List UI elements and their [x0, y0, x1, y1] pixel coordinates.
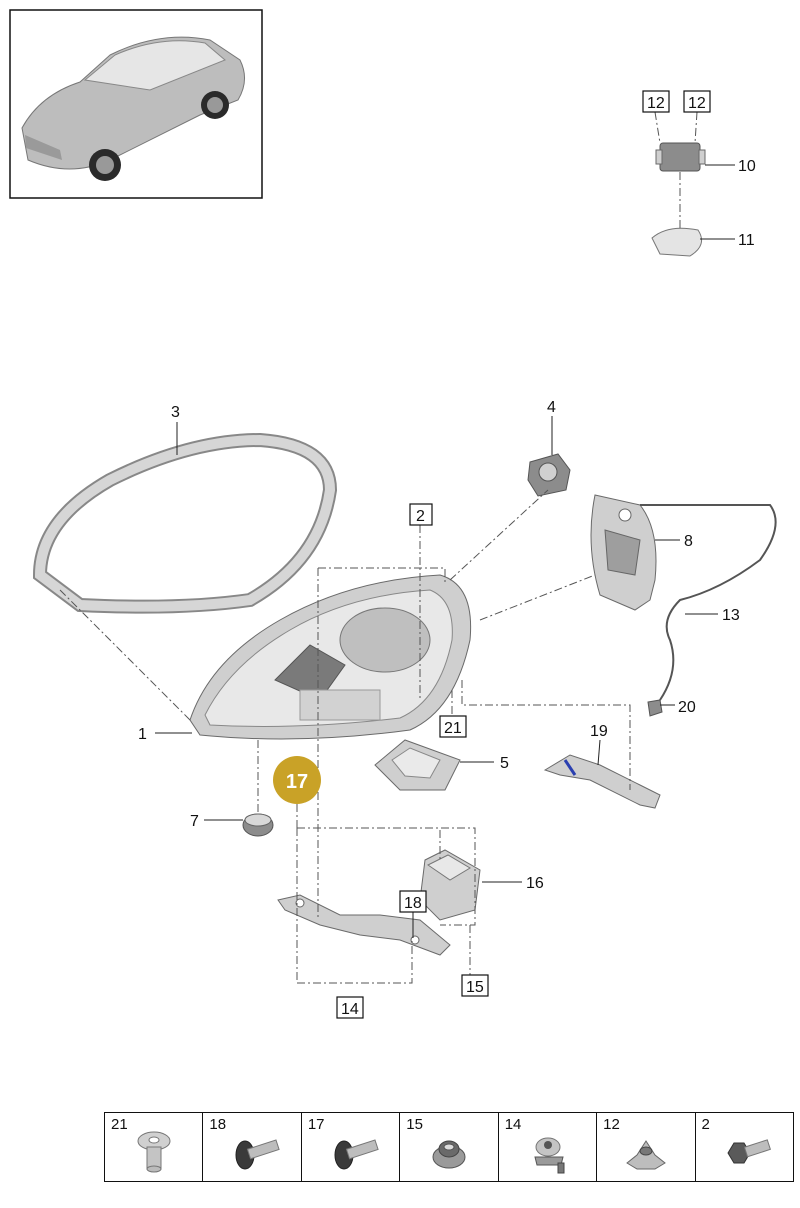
- callout-20: 20: [678, 699, 696, 716]
- legend-number: 17: [307, 1116, 325, 1133]
- callout-15: 15: [466, 979, 484, 996]
- callout-3: 3: [171, 404, 180, 421]
- callout-17: 17: [286, 771, 308, 793]
- callout-11: 11: [738, 232, 755, 249]
- legend-number: 2: [701, 1116, 710, 1133]
- callout-5: 5: [500, 755, 509, 772]
- part-cover-cap: [590, 494, 657, 611]
- spring-nut-icon: [626, 1140, 666, 1170]
- part-mounting-bracket: [651, 172, 703, 257]
- part-headlight-housing: [189, 574, 472, 740]
- part-cooling-fan: [527, 453, 571, 497]
- legend-number: 21: [111, 1116, 128, 1133]
- part-support-bracket: [543, 754, 661, 809]
- boxed-callouts: 12 12 2 21 18 15 14: [336, 90, 711, 1019]
- vehicle-thumbnail: [9, 9, 263, 199]
- callout-8: 8: [684, 533, 693, 550]
- part-control-module: [654, 111, 706, 172]
- hex-screw-icon: [726, 1139, 771, 1164]
- callout-12-left: 12: [647, 95, 665, 112]
- callout-14: 14: [341, 1001, 359, 1018]
- legend-number: 15: [406, 1116, 423, 1133]
- grommet-bolt-icon: [137, 1131, 171, 1173]
- nut-icon: [432, 1140, 466, 1169]
- legend-item-2[interactable]: 2: [696, 1113, 793, 1181]
- legend-item-15[interactable]: 15: [400, 1113, 499, 1181]
- part-holder-block: [419, 849, 481, 921]
- callout-1: 1: [138, 726, 147, 743]
- callout-7: 7: [190, 813, 199, 830]
- flange-screw-icon: [235, 1139, 281, 1170]
- flange-screw-icon: [334, 1139, 379, 1170]
- part-connector: [647, 699, 663, 717]
- part-trim-ring: [32, 432, 338, 614]
- clip-nut-icon: [534, 1137, 565, 1174]
- legend-number: 12: [603, 1116, 620, 1133]
- callout-16: 16: [526, 875, 544, 892]
- legend-number: 14: [504, 1116, 522, 1133]
- part-wiring-harness: [640, 504, 777, 701]
- callout-2: 2: [416, 508, 425, 525]
- callout-labels: 1 3 4 5 7 8 10 11 13 16 19 20: [138, 158, 756, 892]
- callout-13: 13: [722, 607, 740, 624]
- legend-item-14[interactable]: 14: [499, 1113, 598, 1181]
- legend-item-12[interactable]: 12: [597, 1113, 696, 1181]
- assembly-lines: [59, 489, 770, 984]
- legend-item-18[interactable]: 18: [203, 1113, 302, 1181]
- callout-18: 18: [404, 895, 422, 912]
- callout-19: 19: [590, 723, 608, 740]
- highlighted-callout-17[interactable]: 17: [273, 756, 321, 828]
- fastener-legend: 21 18 17 15 14: [104, 1112, 794, 1182]
- callout-21: 21: [444, 720, 462, 737]
- part-led-module: [374, 739, 461, 791]
- legend-item-17[interactable]: 17: [302, 1113, 401, 1181]
- callout-12-right: 12: [688, 95, 706, 112]
- callout-4: 4: [547, 399, 556, 416]
- legend-number: 18: [209, 1116, 227, 1133]
- part-lower-bracket: [277, 894, 451, 956]
- callout-10: 10: [738, 158, 756, 175]
- legend-item-21[interactable]: 21: [105, 1113, 204, 1181]
- part-grommet: [242, 813, 274, 837]
